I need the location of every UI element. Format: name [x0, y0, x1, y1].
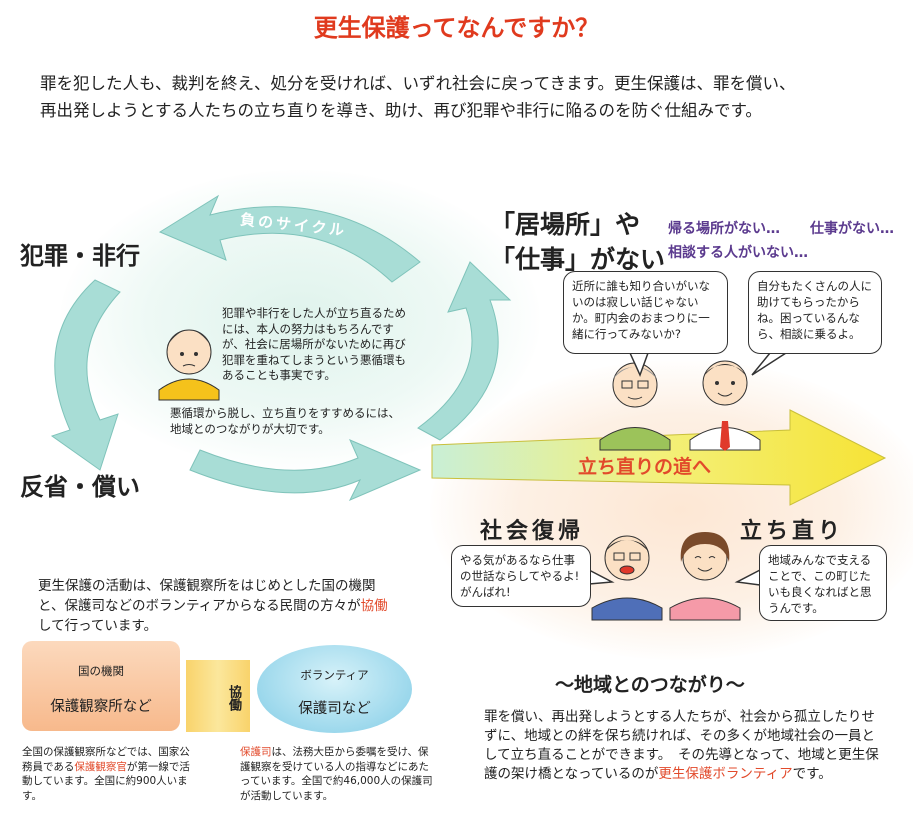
page-title: 更生保護ってなんですか？	[313, 14, 600, 42]
problem-note: 帰る場所がない…	[668, 221, 780, 237]
bubble-tail	[751, 352, 787, 376]
label-reflect: 反省・償い	[20, 473, 140, 501]
coop-label: 協働	[226, 685, 241, 711]
cycle-arrow-top	[158, 194, 421, 283]
problem-note: 相談する人がいない…	[668, 245, 808, 261]
volunteer-desc-b: は、法務大臣から委嘱を受け、保護観察を受けている人の指導などにあたっています。全…	[240, 746, 433, 802]
intro-text: 罪を犯した人も、裁判を終え、処分を受ければ、いずれ社会に戻ってきます。更生保護は…	[40, 74, 796, 120]
volunteer-description: 保護司は、法務大臣から委嘱を受け、保護観察を受けている人の指導などにあたっていま…	[240, 745, 435, 803]
govt-description: 全国の保護観察所などでは、国家公務員である保護観察官が第一線で活動しています。全…	[22, 745, 197, 803]
connection-title: ～地域とのつながり～	[555, 674, 745, 696]
coop-band	[186, 660, 250, 732]
bubble-tail	[588, 569, 615, 585]
problem-heading: 「居場所」や 「仕事」がない	[490, 207, 665, 277]
path-arrow-label: 立ち直りの道へ	[578, 456, 712, 478]
problem-line-2: 「仕事」がない	[490, 245, 666, 274]
person-icon	[689, 360, 761, 451]
speech-bubble: 自分もたくさんの人に助けてもらったからね。困っているんなら、相談に乗るよ。	[748, 271, 882, 354]
govt-desc-a: 全国の保護観察所などでは、国家公務員である	[22, 746, 190, 773]
govt-desc-b: が第一線で活動しています。全国に約900人います。	[22, 760, 190, 802]
cycle-description: 犯罪や非行をした人が立ち直るためには、本人の努力はもちろんですが、社会に居場所が…	[222, 306, 406, 382]
activity-text: 更生保護の活動は、保護観察所をはじめとした国の機関と、保護司などのボランティアか…	[38, 576, 388, 636]
label-crime: 犯罪・非行	[20, 242, 140, 270]
activity-highlight: 協働	[360, 598, 388, 614]
volunteer-ellipse: ボランティア 保護司など	[257, 645, 412, 733]
activity-text-b: して行っています。	[38, 618, 158, 634]
bubble-tail	[629, 352, 649, 377]
speech-bubble: 地域みんなで支えることで、この町じたいも良くなればと思うんです。	[759, 545, 887, 621]
person-icon	[669, 532, 741, 621]
connection-text-b: です。	[792, 766, 832, 782]
volunteer-desc-highlight: 保護司	[240, 746, 272, 758]
connection-text-a: 罪を償い、再出発しようとする人たちが、社会から孤立したりせずに、地域との絆を保ち…	[484, 709, 879, 782]
govt-desc-highlight: 保護観察官	[74, 760, 127, 773]
cycle-arrow-bottom	[189, 439, 422, 501]
cycle-arrow-left	[50, 279, 121, 471]
cycle-arrow-right	[417, 261, 512, 441]
path-arrow	[431, 409, 887, 506]
connection-text: 罪を償い、再出発しようとする人たちが、社会から孤立したりせずに、地域との絆を保ち…	[484, 708, 884, 784]
person-icon	[158, 329, 220, 401]
volunteer-name: 保護司など	[298, 701, 371, 717]
govt-label: 国の機関	[78, 664, 124, 678]
speech-bubble: 近所に誰も知り合いがいないのは寂しい話じゃないか。町内会のおまつりに一緒に行って…	[563, 271, 728, 354]
bubble-tail	[734, 569, 761, 586]
govt-name: 保護観察所など	[50, 699, 152, 715]
speech-bubble: やる気があるなら仕事の世話ならしてやるよ! がんばれ!	[451, 545, 591, 607]
person-icon	[591, 535, 663, 621]
connection-highlight: 更生保護ボランティア	[658, 766, 793, 782]
cycle-description-2: 悪循環から脱し、立ち直りをすすめるには、地域とのつながりが大切です。	[170, 406, 400, 436]
label-restoration: 立ち直り	[740, 519, 845, 544]
label-social-return: 社会復帰	[480, 519, 585, 544]
problem-line-1: 「居場所」や	[490, 210, 641, 239]
volunteer-label: ボランティア	[300, 668, 369, 682]
person-icon	[599, 362, 671, 451]
activity-text-a: 更生保護の活動は、保護観察所をはじめとした国の機関と、保護司などのボランティアか…	[38, 578, 376, 614]
problem-note: 仕事がない…	[810, 221, 894, 237]
govt-box: 国の機関 保護観察所など	[22, 641, 180, 731]
